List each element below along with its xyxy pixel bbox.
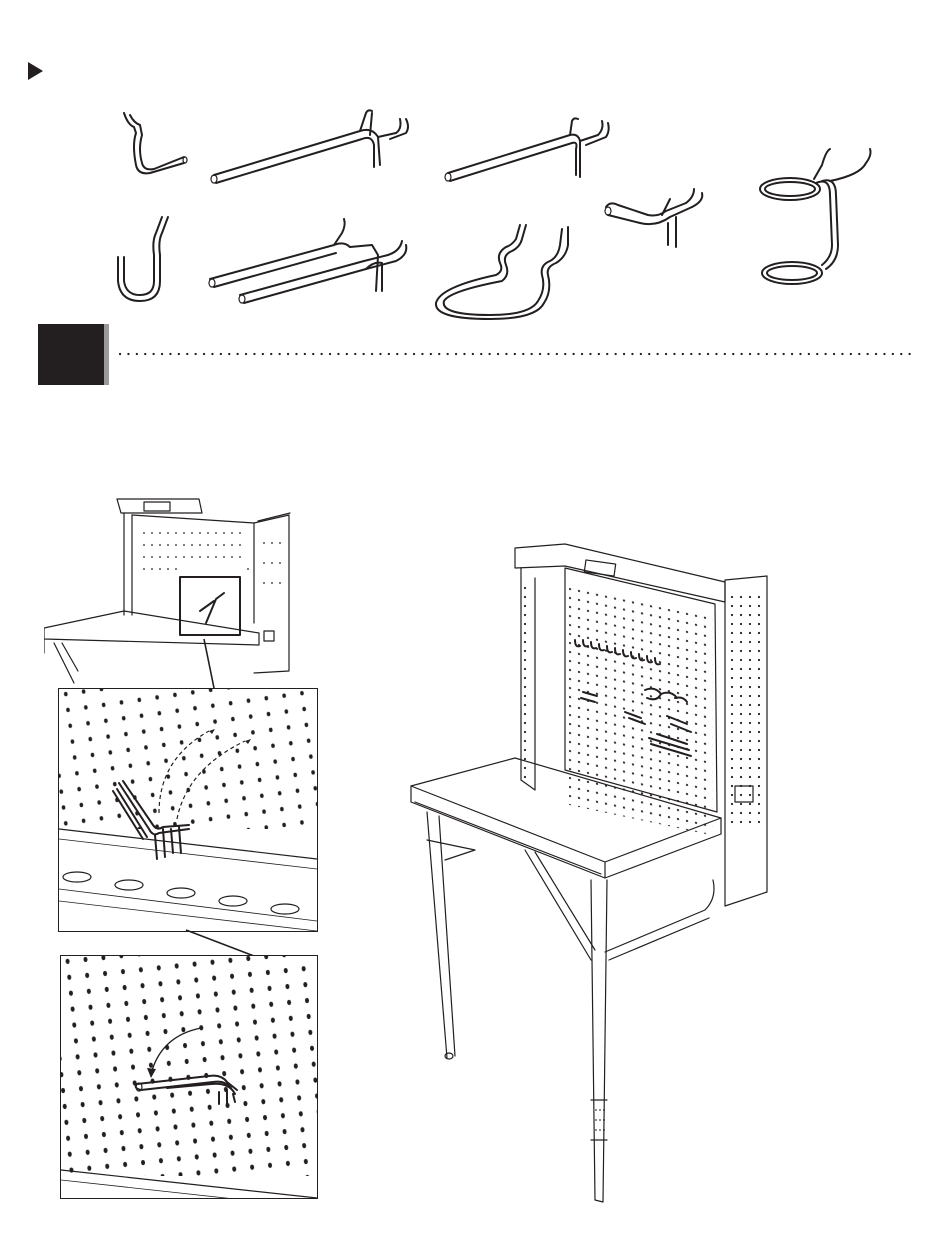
l-hook-icon bbox=[124, 113, 187, 173]
step-box-edge bbox=[104, 324, 109, 385]
rotate-hook-icon bbox=[61, 956, 317, 1198]
peg-hook-icon bbox=[211, 110, 408, 183]
detail-insert-hook-frame bbox=[58, 688, 318, 932]
peg-hook-icon bbox=[445, 118, 609, 181]
assembled-workbench-icon bbox=[405, 540, 775, 1210]
double-peg-hook-icon bbox=[209, 219, 406, 303]
workbench-icon bbox=[44, 493, 294, 691]
insert-hook-icon bbox=[59, 689, 317, 931]
detail-rotate-hook-frame bbox=[60, 955, 318, 1199]
ring-hook-icon bbox=[760, 149, 871, 284]
triangle-right-icon bbox=[26, 61, 46, 81]
j-hook-icon bbox=[118, 217, 168, 301]
hooks-parts-row bbox=[110, 105, 900, 325]
detail-connector-line bbox=[180, 928, 260, 958]
short-peg-hook-icon bbox=[605, 189, 702, 247]
step-number-box bbox=[38, 324, 104, 385]
step-dotted-leader bbox=[118, 350, 918, 358]
loop-hook-icon bbox=[436, 225, 568, 319]
